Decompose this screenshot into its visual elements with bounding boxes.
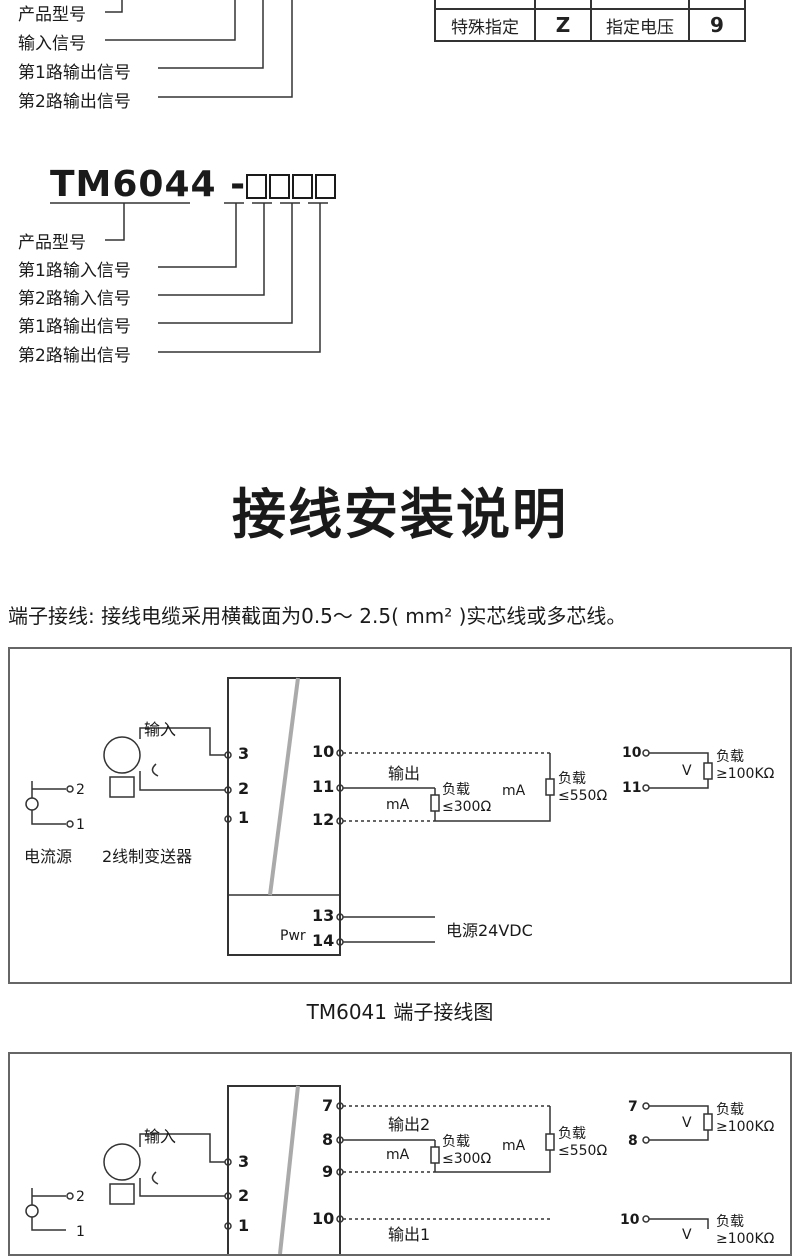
current-source-label: 电流源 bbox=[24, 847, 72, 866]
terminal-1b: 1 bbox=[238, 1216, 249, 1235]
diagram-2-svg: 输入 输出2 输出1 3 2 1 7 8 9 10 2 1 负载 ≤300Ω 负… bbox=[25, 1085, 775, 1258]
code-box bbox=[269, 173, 291, 199]
terminal-12: 12 bbox=[312, 810, 334, 829]
output2-label: 输出2 bbox=[388, 1115, 430, 1134]
legend-output1-signal: 第1路输出信号 bbox=[18, 63, 131, 83]
ma-label-4: mA bbox=[502, 1138, 526, 1154]
load3-label: 负载 bbox=[716, 749, 744, 765]
load2-value: ≤550Ω bbox=[558, 788, 607, 804]
terminal-2b: 2 bbox=[238, 1186, 249, 1205]
v-terminal-10: 10 bbox=[622, 745, 642, 761]
input-label: 输入 bbox=[144, 720, 176, 739]
terminal-9: 9 bbox=[322, 1162, 333, 1181]
terminal-3b: 3 bbox=[238, 1152, 249, 1171]
src-terminal-1: 1 bbox=[76, 817, 85, 833]
v-terminal-11: 11 bbox=[622, 780, 641, 796]
terminal-10: 10 bbox=[312, 742, 334, 761]
legend-product-model-2: 产品型号 bbox=[18, 233, 86, 253]
power-label: 电源24VDC bbox=[446, 921, 533, 940]
diagram-1-caption: TM6041 端子接线图 bbox=[306, 1000, 494, 1024]
wiring-description: 端子接线: 接线电缆采用横截面为0.5～ 2.5( mm² )实芯线或多芯线。 bbox=[8, 604, 627, 628]
v-terminal-8: 8 bbox=[628, 1133, 638, 1149]
load2-label: 负载 bbox=[558, 771, 586, 787]
src-terminal-2b: 2 bbox=[76, 1189, 85, 1205]
v-label: V bbox=[682, 763, 692, 779]
model-code: TM6044 - bbox=[50, 164, 338, 205]
ma-label-1: mA bbox=[386, 797, 410, 813]
section-title: 接线安装说明 bbox=[232, 483, 568, 546]
table-cell: Z bbox=[534, 8, 592, 42]
load2-value-2: ≤550Ω bbox=[558, 1143, 607, 1159]
table-cell: 9 bbox=[688, 8, 746, 42]
legend-input1: 第1路输入信号 bbox=[18, 261, 131, 281]
load1-value-2: ≤300Ω bbox=[442, 1151, 491, 1167]
terminal-14: 14 bbox=[312, 931, 334, 950]
terminal-10b: 10 bbox=[312, 1209, 334, 1228]
legend-lines-2 bbox=[50, 202, 328, 353]
terminal-8: 8 bbox=[322, 1130, 333, 1149]
src-terminal-1b: 1 bbox=[76, 1224, 85, 1240]
model-name: TM6044 - bbox=[50, 164, 247, 205]
load1-label-2: 负载 bbox=[442, 1134, 470, 1150]
terminal-7: 7 bbox=[322, 1096, 333, 1115]
legend-output2-signal: 第2路输出信号 bbox=[18, 92, 131, 112]
src-terminal-2: 2 bbox=[76, 782, 85, 798]
legend-output1: 第1路输出信号 bbox=[18, 317, 131, 337]
legend-output2: 第2路输出信号 bbox=[18, 346, 131, 366]
output-label: 输出 bbox=[388, 764, 420, 783]
legend-input2: 第2路输入信号 bbox=[18, 289, 131, 309]
terminal-2: 2 bbox=[238, 779, 249, 798]
legend-product-model: 产品型号 bbox=[18, 5, 86, 25]
pwr-text: Pwr bbox=[280, 928, 306, 944]
table-cell: 指定电压 bbox=[590, 8, 690, 42]
input-label-2: 输入 bbox=[144, 1127, 176, 1146]
table-row: 特殊指定 Z 指定电压 9 bbox=[434, 8, 746, 42]
load3-label-3: 负载 bbox=[716, 1214, 744, 1230]
load3-value-2: ≥100KΩ bbox=[716, 1119, 775, 1135]
load1-label: 负载 bbox=[442, 782, 470, 798]
terminal-1: 1 bbox=[238, 808, 249, 827]
ma-label-3: mA bbox=[386, 1147, 410, 1163]
terminal-13: 13 bbox=[312, 906, 334, 925]
diagram-1-svg: 输入 输出 电流源 2线制变送器 电源24VDC Pwr 3 2 1 10 11… bbox=[24, 677, 775, 956]
v-label-3: V bbox=[682, 1227, 692, 1243]
code-box bbox=[246, 173, 268, 199]
load3-value-3: ≥100KΩ bbox=[716, 1231, 775, 1247]
terminal-3: 3 bbox=[238, 744, 249, 763]
table-cell: 特殊指定 bbox=[434, 8, 536, 42]
wiring-diagram-2: 输入 输出2 输出1 3 2 1 7 8 9 10 2 1 负载 ≤300Ω 负… bbox=[8, 1052, 792, 1258]
spec-table: 特殊指定 Z 指定电压 9 bbox=[434, 0, 746, 42]
load2-label-2: 负载 bbox=[558, 1126, 586, 1142]
table-row bbox=[434, 0, 746, 10]
code-box bbox=[292, 173, 314, 199]
load3-value: ≥100KΩ bbox=[716, 766, 775, 782]
v-label-2: V bbox=[682, 1115, 692, 1131]
load1-value: ≤300Ω bbox=[442, 799, 491, 815]
load3-label-2: 负载 bbox=[716, 1102, 744, 1118]
v-terminal-10b: 10 bbox=[620, 1212, 640, 1228]
transmitter-label: 2线制变送器 bbox=[102, 847, 192, 866]
output1-label: 输出1 bbox=[388, 1225, 430, 1244]
wiring-diagram-1: 输入 输出 电流源 2线制变送器 电源24VDC Pwr 3 2 1 10 11… bbox=[8, 647, 792, 984]
code-box bbox=[315, 173, 337, 199]
legend-lines-1 bbox=[105, 0, 293, 98]
ma-label-2: mA bbox=[502, 783, 526, 799]
v-terminal-7: 7 bbox=[628, 1099, 638, 1115]
terminal-11: 11 bbox=[312, 777, 334, 796]
legend-input-signal: 输入信号 bbox=[18, 34, 86, 54]
